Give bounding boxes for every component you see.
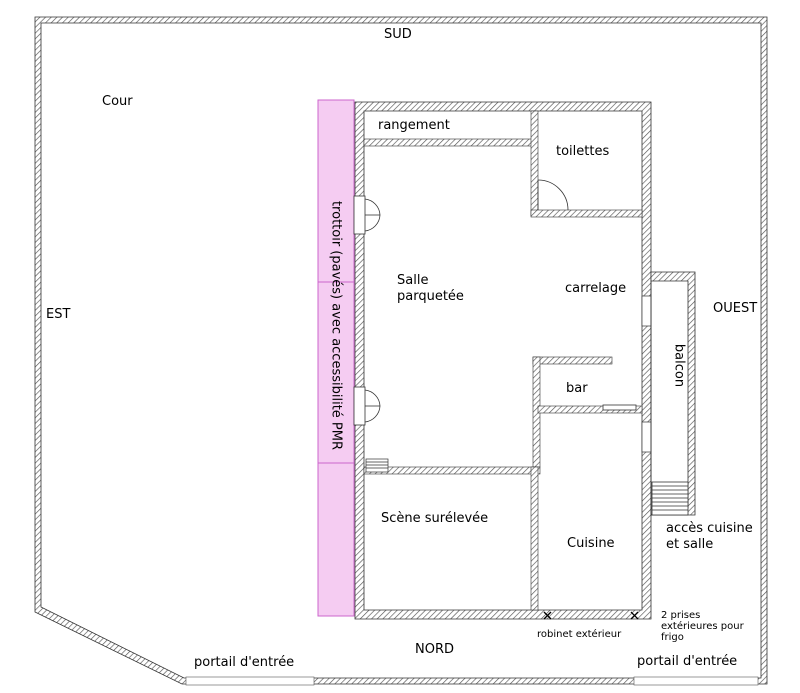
gate-opening-right: [633, 676, 759, 686]
stage-east-wall: [530, 466, 539, 611]
kitchen-label: Cuisine: [567, 536, 615, 551]
property-boundary-wall: [34, 16, 768, 685]
balcony-opening-lower: [641, 421, 652, 453]
west-label: OUEST: [713, 301, 758, 316]
kitchen-access-label: accès cuisine et salle: [666, 521, 753, 552]
toilet-south-wall: [530, 209, 643, 218]
gate-right-label: portail d'entrée: [637, 654, 738, 669]
balcony-stairs: [651, 481, 689, 516]
east-label: EST: [46, 307, 71, 322]
bar-label: bar: [566, 381, 588, 396]
double-door-lower: [353, 386, 381, 426]
outdoor-tap-label: robinet extérieur: [537, 629, 622, 640]
storage-label: rangement: [378, 118, 450, 133]
gate-opening-left: [185, 676, 315, 686]
toilet-door: [537, 179, 569, 211]
hall-label: Salle parquetée: [397, 273, 464, 304]
double-door-upper: [353, 195, 381, 235]
kitchen-pass-window: [602, 404, 637, 411]
kitchen-north-wall: [537, 405, 643, 414]
gate-left-label: portail d'entrée: [194, 655, 295, 670]
balcony-label: balcon: [671, 343, 687, 388]
stage-label: Scène surélevée: [381, 511, 489, 526]
sidewalk-label: trottoir (pavés) avec accessibilité PMR: [328, 200, 344, 451]
bar-counter-top: [532, 356, 613, 365]
outdoor-tap-marker: [543, 611, 552, 620]
balcony-opening-upper: [641, 295, 652, 327]
tiling-label: carrelage: [565, 281, 627, 296]
south-label: SUD: [384, 27, 412, 42]
fridge-sockets-label: 2 prises extérieures pour frigo: [661, 610, 744, 643]
courtyard-label: Cour: [102, 94, 133, 109]
stage-steps: [365, 458, 389, 473]
toilets-label: toilettes: [556, 144, 610, 159]
toilet-west-wall: [530, 110, 539, 217]
storage-wall: [363, 138, 533, 147]
sidewalk-area: [317, 99, 355, 617]
north-label: NORD: [415, 642, 454, 657]
stage-north-wall: [363, 466, 541, 475]
fridge-sockets-marker: [630, 611, 639, 620]
building-outer-wall: [354, 101, 652, 620]
